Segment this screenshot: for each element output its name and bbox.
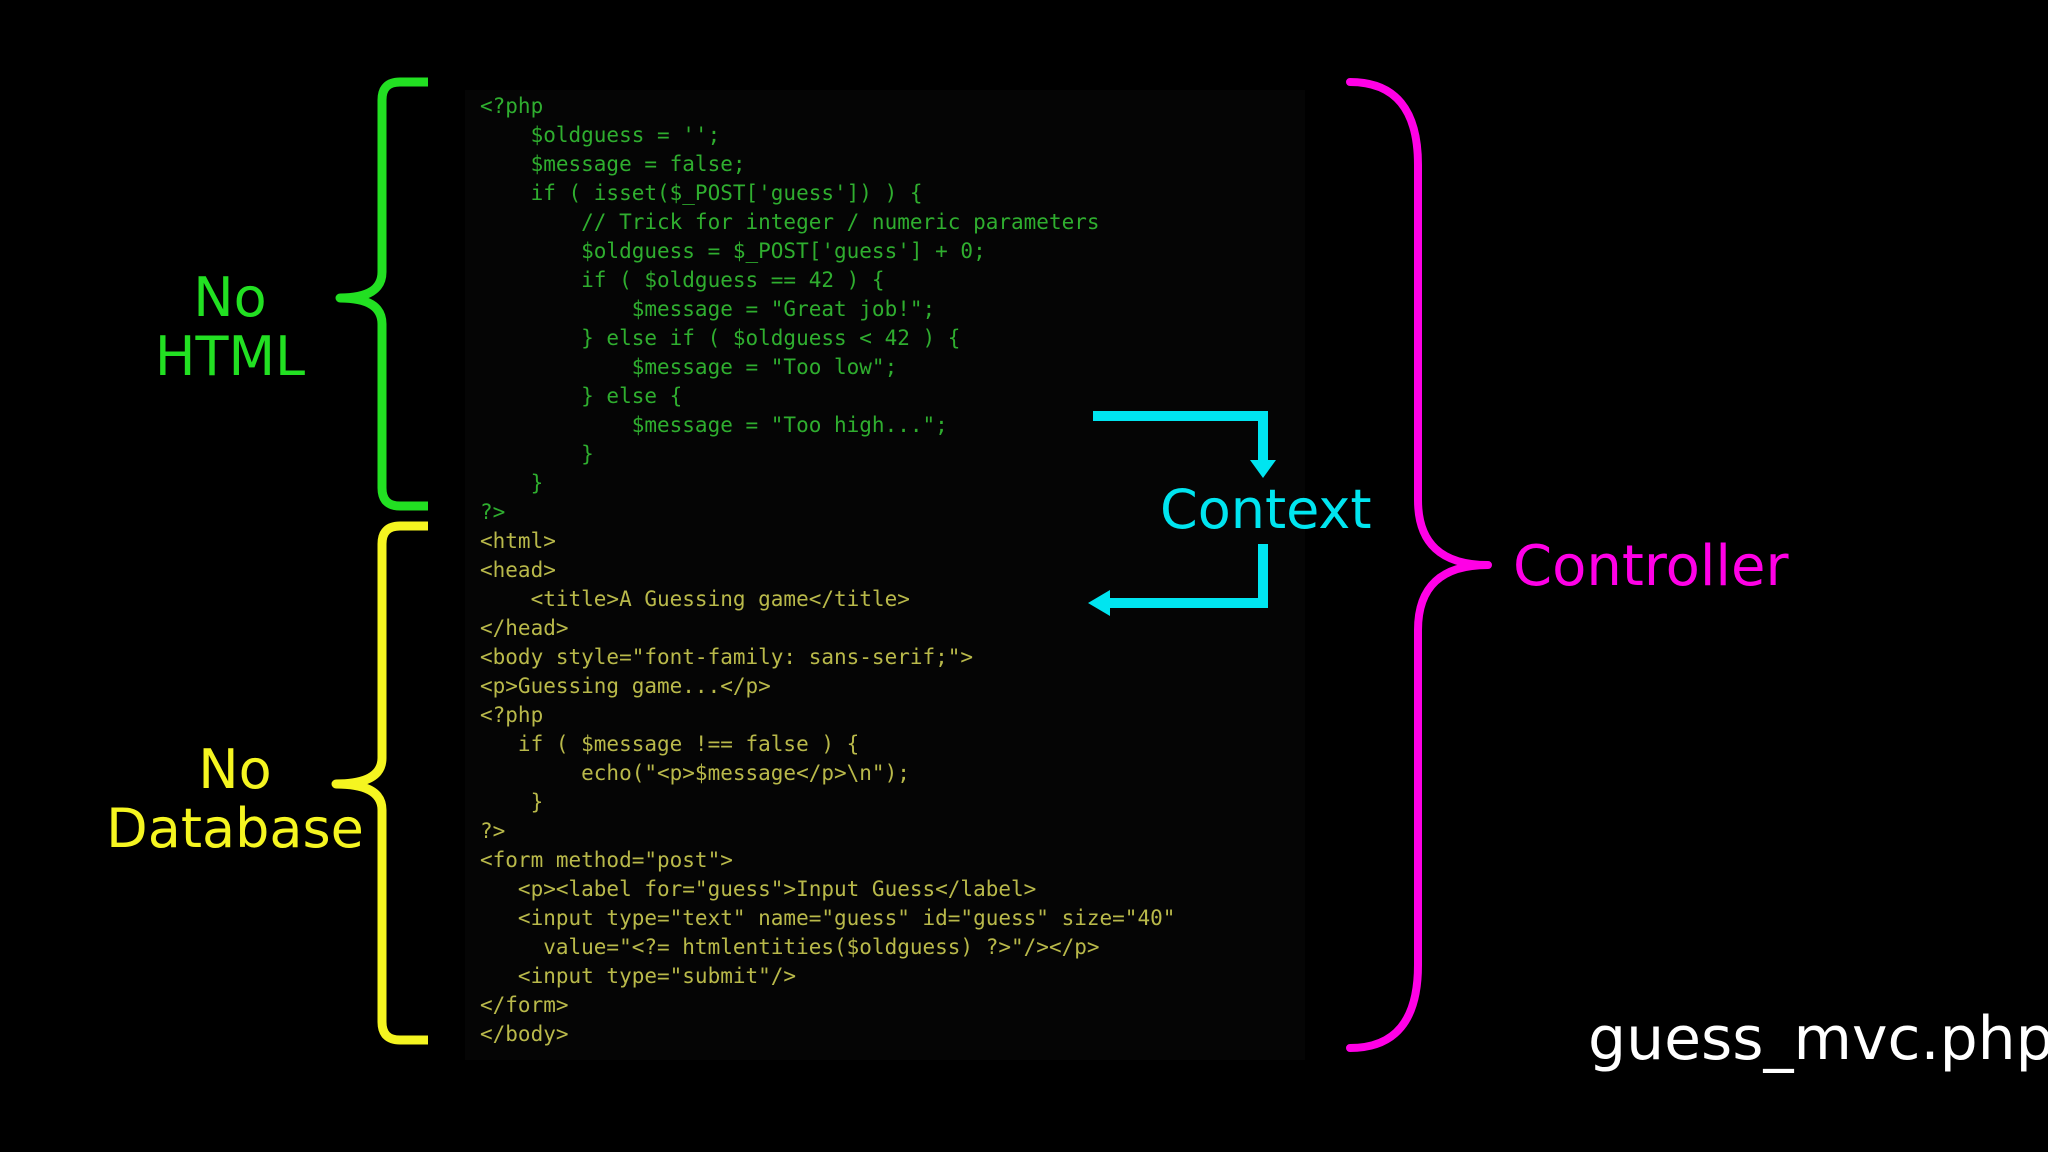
view-code-line: <head> — [480, 558, 556, 582]
controller-code-line: $message = false; — [480, 152, 746, 176]
controller-code-line: $oldguess = $_POST['guess'] + 0; — [480, 239, 986, 263]
no-html-label-line-2: HTML — [154, 325, 306, 389]
controller-code-line: if ( isset($_POST['guess']) ) { — [480, 181, 923, 205]
context-arrow-in-head — [1250, 460, 1276, 478]
view-code-line: value="<?= htmlentities($oldguess) ?>"/>… — [480, 935, 1100, 959]
view-code-line: </head> — [480, 616, 569, 640]
view-code-line: <title>A Guessing game</title> — [480, 587, 910, 611]
view-code-line: <form method="post"> — [480, 848, 733, 872]
controller-code-line: if ( $oldguess == 42 ) { — [480, 268, 885, 292]
view-code-line: ?> — [480, 819, 506, 843]
filename-label: guess_mvc.php — [1588, 1004, 2048, 1074]
view-code-line: <html> — [480, 529, 556, 553]
view-code-line: if ( $message !== false ) { — [480, 732, 860, 756]
view-code-line: <p>Guessing game...</p> — [480, 674, 771, 698]
no-html-label: No HTML — [130, 268, 330, 387]
no-html-label-line-1: No — [193, 266, 267, 329]
no-database-label-line-2: Database — [106, 797, 364, 861]
controller-code-line: ?> — [480, 500, 506, 524]
view-code-line: </body> — [480, 1022, 569, 1046]
view-code-line: echo("<p>$message</p>\n"); — [480, 761, 910, 785]
view-code-line: <body style="font-family: sans-serif;"> — [480, 645, 974, 669]
controller-code-line: $message = "Too high..."; — [480, 413, 948, 437]
controller-code-line: } — [480, 442, 594, 466]
controller-code-line: <?php — [480, 94, 544, 118]
code-panel — [465, 90, 1305, 1060]
controller-code-line: // Trick for integer / numeric parameter… — [480, 210, 1100, 234]
view-code-line: <input type="text" name="guess" id="gues… — [480, 906, 1176, 930]
no-database-brace — [331, 521, 428, 1045]
view-code-line: <input type="submit"/> — [480, 964, 797, 988]
context-arrow-out-head — [1088, 590, 1110, 616]
view-code-line: } — [480, 790, 544, 814]
controller-code-line: } else if ( $oldguess < 42 ) { — [480, 326, 961, 350]
context-label: Context — [1160, 478, 1372, 541]
controller-label: Controller — [1513, 534, 1789, 599]
view-code-line: <?php — [480, 703, 544, 727]
no-database-label-line-1: No — [198, 738, 272, 801]
controller-code-line: } else { — [480, 384, 683, 408]
controller-code-line: } — [480, 471, 544, 495]
no-html-brace — [335, 77, 428, 511]
view-code-line: </form> — [480, 993, 569, 1017]
controller-code-line: $oldguess = ''; — [480, 123, 721, 147]
context-arrow-out — [1108, 544, 1268, 608]
context-arrow-in — [1093, 411, 1268, 462]
no-database-label: No Database — [100, 740, 370, 859]
controller-code-line: $message = "Great job!"; — [480, 297, 936, 321]
view-code-line: <p><label for="guess">Input Guess</label… — [480, 877, 1037, 901]
controller-brace — [1346, 78, 1492, 1052]
controller-code-line: $message = "Too low"; — [480, 355, 898, 379]
